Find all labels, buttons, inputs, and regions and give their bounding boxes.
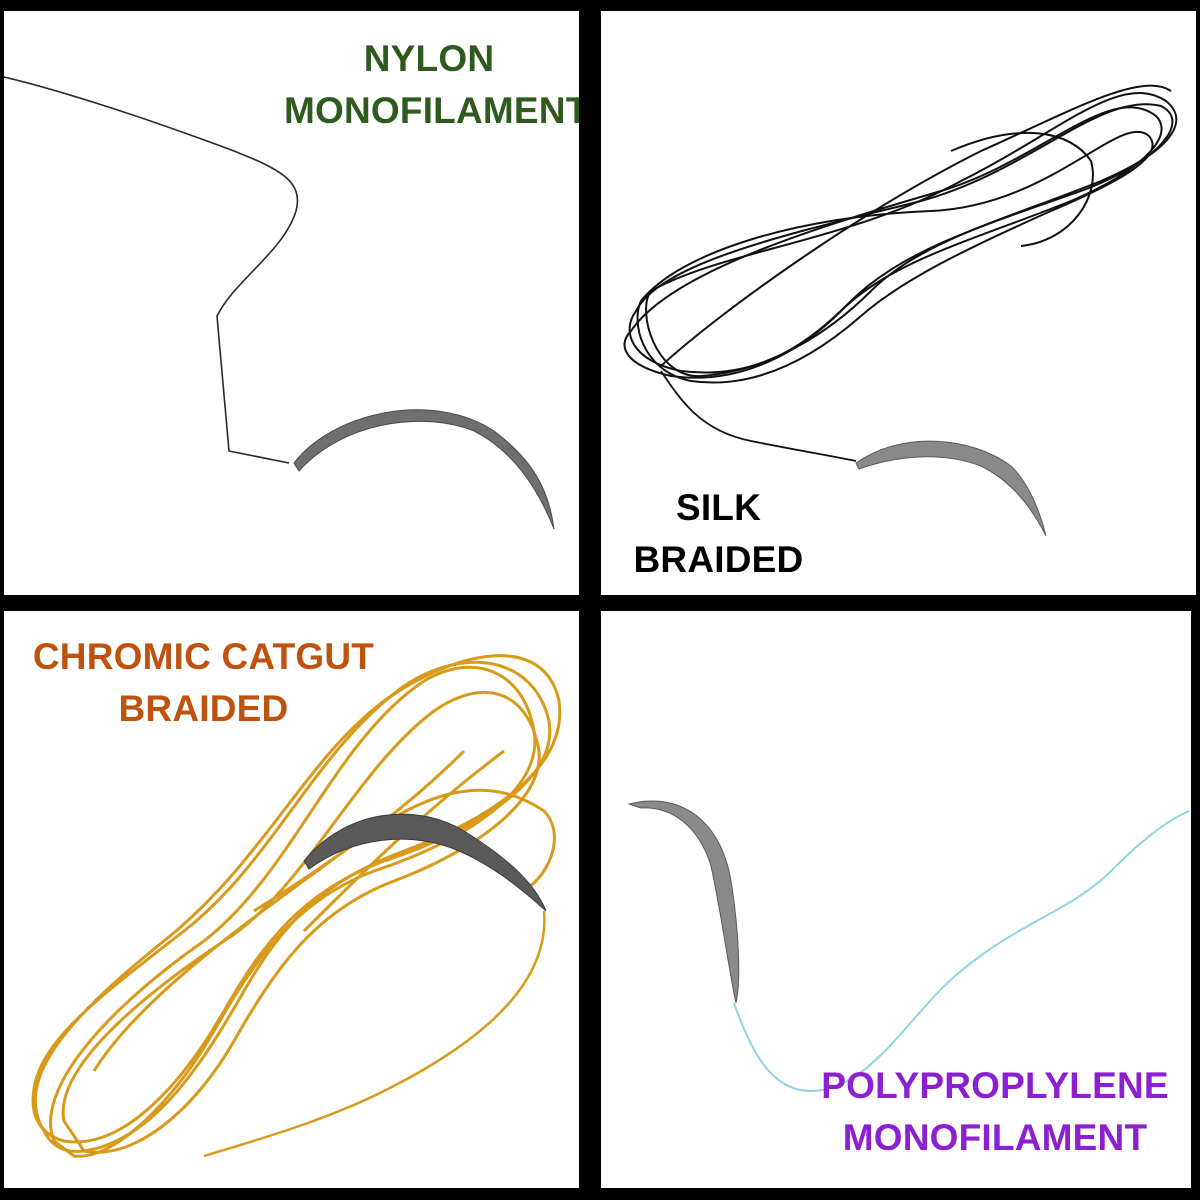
nylon-label-line1: NYLON bbox=[363, 38, 495, 79]
panel-poly: POLYPROPLYLENE MONOFILAMENT bbox=[601, 611, 1191, 1188]
nylon-needle bbox=[293, 409, 555, 530]
catgut-thread-loops bbox=[31, 654, 562, 1158]
poly-thread bbox=[733, 810, 1190, 1093]
catgut-suture-image bbox=[31, 654, 562, 1158]
catgut-label-line1: CHROMIC CATGUT bbox=[32, 636, 375, 677]
nylon-label-line2: MONOFILAMENT bbox=[284, 90, 579, 131]
catgut-label: CHROMIC CATGUT BRAIDED bbox=[26, 631, 381, 735]
catgut-label-line2: BRAIDED bbox=[118, 688, 289, 729]
nylon-thread bbox=[4, 76, 299, 464]
panel-silk: SILK BRAIDED bbox=[601, 11, 1196, 595]
panel-nylon: NYLON MONOFILAMENT bbox=[4, 11, 579, 595]
poly-label-line2: MONOFILAMENT bbox=[842, 1117, 1148, 1158]
silk-label-line1: SILK bbox=[675, 487, 762, 528]
poly-label: POLYPROPLYLENE MONOFILAMENT bbox=[821, 1060, 1169, 1164]
silk-suture-image bbox=[623, 84, 1178, 537]
poly-suture-image bbox=[627, 800, 1190, 1093]
nylon-label: NYLON MONOFILAMENT bbox=[284, 33, 579, 137]
panel-catgut: CHROMIC CATGUT BRAIDED bbox=[4, 611, 579, 1188]
silk-needle bbox=[855, 440, 1047, 537]
silk-label-line2: BRAIDED bbox=[633, 539, 804, 580]
silk-thread-loops bbox=[623, 84, 1178, 384]
nylon-suture-image bbox=[4, 76, 555, 530]
catgut-needle bbox=[303, 813, 547, 912]
catgut-thread-tail bbox=[203, 910, 546, 1158]
poly-label-line1: POLYPROPLYLENE bbox=[821, 1065, 1169, 1106]
silk-thread-tail bbox=[660, 370, 857, 462]
silk-label: SILK BRAIDED bbox=[611, 482, 826, 586]
poly-needle bbox=[627, 800, 740, 1004]
